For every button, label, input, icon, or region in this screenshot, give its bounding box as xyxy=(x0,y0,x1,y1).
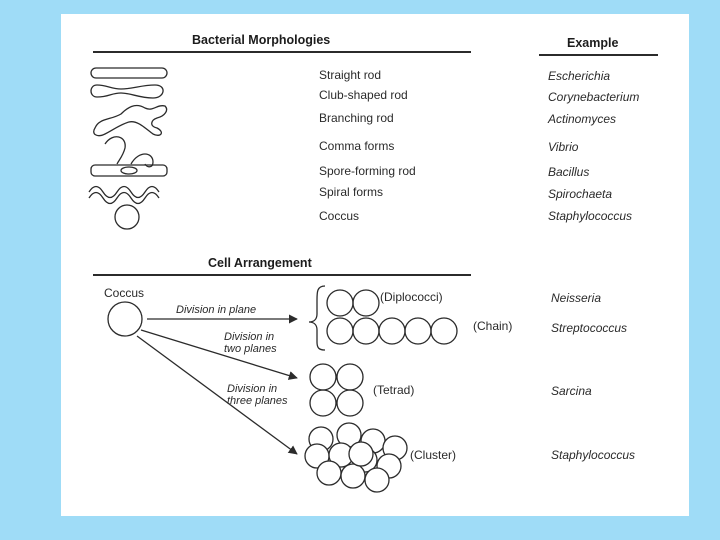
spore-rod-shape xyxy=(90,164,168,177)
arrangement-type-label: (Tetrad) xyxy=(373,383,415,397)
club-rod-shape xyxy=(90,84,164,99)
morphology-name: Comma forms xyxy=(319,139,395,153)
morphology-name: Club-shaped rod xyxy=(319,88,408,102)
morphology-header: Bacterial Morphologies xyxy=(192,33,331,47)
morphology-example: Spirochaeta xyxy=(548,187,613,201)
morphology-example: Escherichia xyxy=(548,69,611,83)
division-label: Division in two planes xyxy=(224,331,277,355)
spore-shape xyxy=(120,166,138,175)
chain-cell xyxy=(378,317,406,345)
chain-cell xyxy=(352,317,380,345)
arrangement-example: Sarcina xyxy=(551,384,592,398)
cluster-cells xyxy=(304,422,408,493)
chain-cell xyxy=(404,317,432,345)
morphology-name: Branching rod xyxy=(319,111,394,125)
arrangement-header: Cell Arrangement xyxy=(208,256,312,270)
morphology-example: Corynebacterium xyxy=(548,90,640,104)
chain-cell xyxy=(430,317,458,345)
coccus-shape xyxy=(114,204,140,230)
coccus-source-label: Coccus xyxy=(104,286,145,300)
arrangement-example: Streptococcus xyxy=(551,321,628,335)
straight-rod-shape xyxy=(90,67,168,79)
tetrad-cell xyxy=(309,363,337,391)
tetrad-cell xyxy=(336,389,364,417)
division-label: Division in plane xyxy=(176,304,257,316)
header-rule-right xyxy=(539,54,658,56)
arrangement-type-label: (Chain) xyxy=(473,319,513,333)
arrow-three-planes xyxy=(136,335,298,455)
division-label: Division in three planes xyxy=(227,383,288,407)
arrangement-example: Staphylococcus xyxy=(551,448,636,462)
arrangement-example: Neisseria xyxy=(551,291,602,305)
diplococcus-cell xyxy=(326,289,354,317)
arrangement-type-label: (Diplococci) xyxy=(380,290,443,304)
arrangement-rule xyxy=(93,274,471,276)
arrangement-brace xyxy=(308,285,326,351)
morphology-name: Spore-forming rod xyxy=(319,164,416,178)
comma-form-shape xyxy=(104,136,126,165)
spiral-form-shape xyxy=(88,185,160,199)
diplococcus-cell xyxy=(352,289,380,317)
morphology-example: Bacillus xyxy=(548,165,590,179)
morphology-name: Spiral forms xyxy=(319,185,384,199)
arrangement-type-label: (Cluster) xyxy=(410,448,457,462)
source-coccus-shape xyxy=(107,301,143,337)
slide-panel: Bacterial Morphologies Example Straight … xyxy=(61,14,689,516)
chain-cell xyxy=(326,317,354,345)
morphology-example: Actinomyces xyxy=(548,112,617,126)
example-header: Example xyxy=(567,36,619,50)
morphology-name: Straight rod xyxy=(319,68,382,82)
morphology-example: Staphylococcus xyxy=(548,209,633,223)
arrow-two-planes xyxy=(140,329,298,380)
morphology-name: Coccus xyxy=(319,209,360,223)
spiral-form-shape xyxy=(88,191,160,205)
tetrad-cell xyxy=(336,363,364,391)
header-rule-left xyxy=(93,51,471,53)
tetrad-cell xyxy=(309,389,337,417)
branching-rod-shape xyxy=(93,104,168,137)
morphology-example: Vibrio xyxy=(548,140,579,154)
bacteria-illustrations xyxy=(88,67,458,493)
comma-form-shape xyxy=(130,153,154,168)
